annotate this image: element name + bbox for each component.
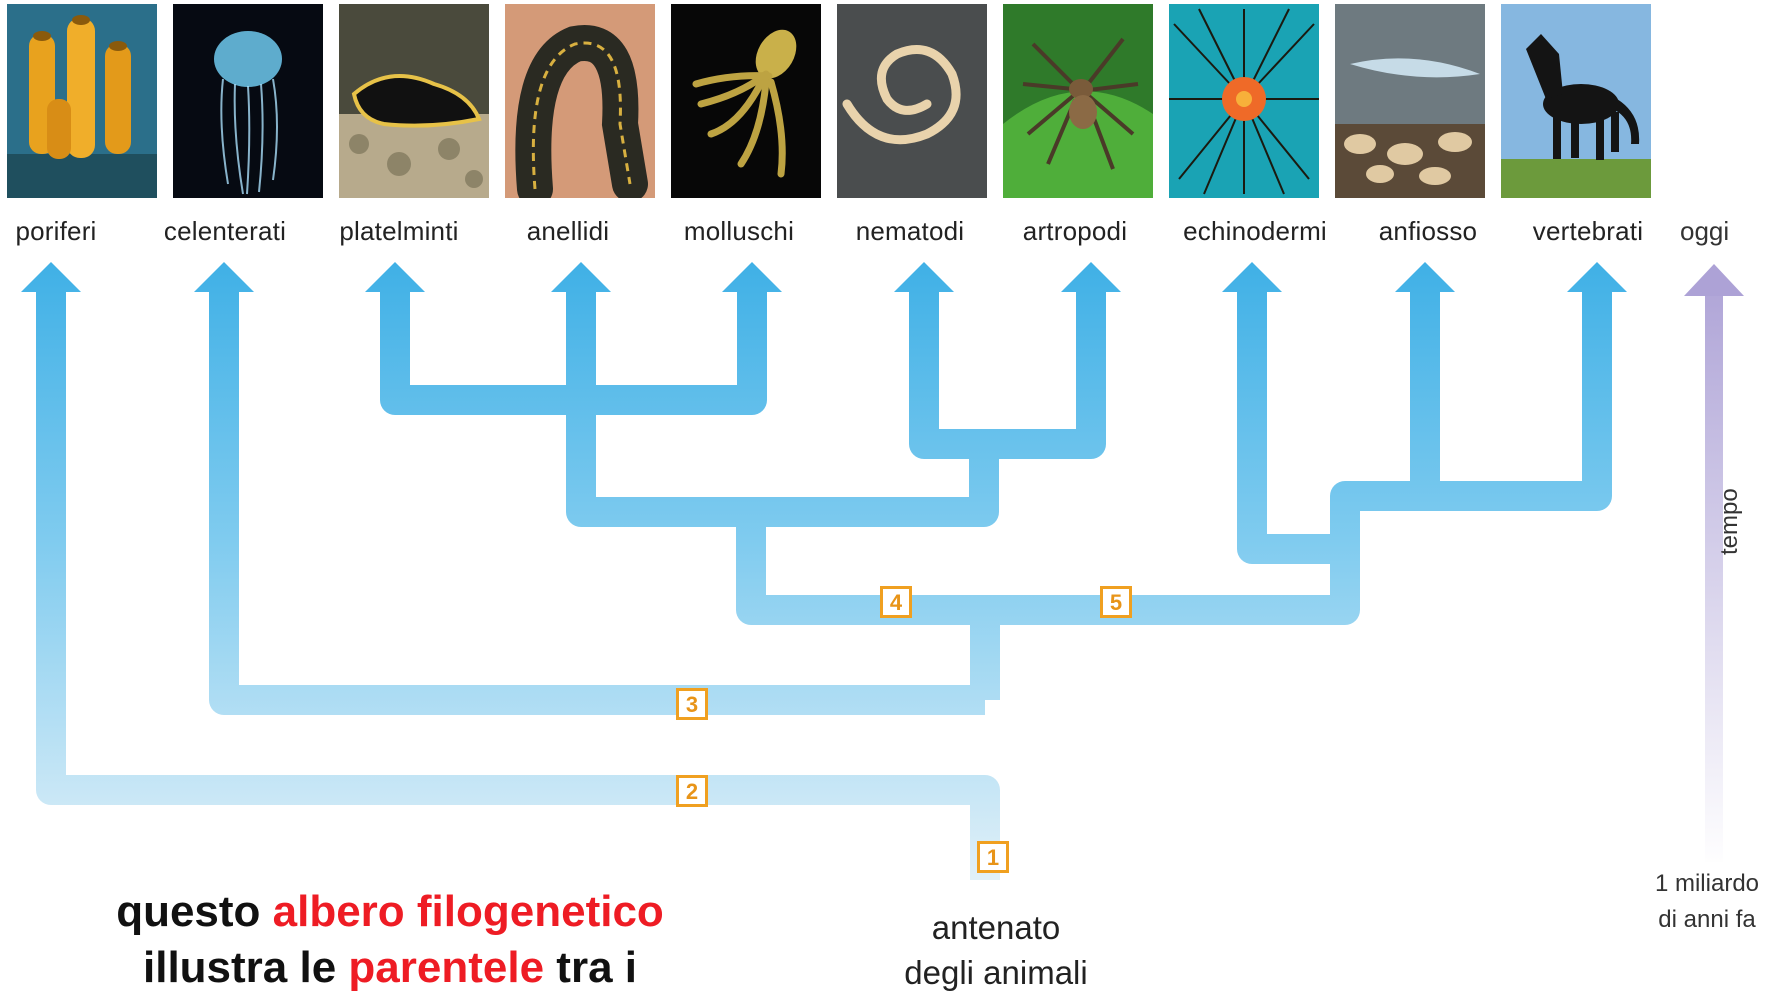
branch-celenterati	[224, 288, 985, 700]
caption-part3: tra i	[544, 943, 637, 992]
node-4: 4	[880, 586, 912, 618]
caption-line2: illustra le parentele tra i	[30, 940, 750, 996]
ancestor-line2: degli animali	[866, 950, 1126, 995]
time-past-line2: di anni fa	[1632, 902, 1779, 938]
arrow-echinodermi	[1222, 262, 1282, 292]
ancestor-label: antenato degli animali	[866, 905, 1126, 995]
arrow-celenterati	[194, 262, 254, 292]
caption-highlight-albero: albero filogenetico	[273, 887, 664, 936]
caption-part1: questo	[116, 887, 272, 936]
time-past-line1: 1 miliardo	[1632, 866, 1779, 902]
time-arrow	[1684, 264, 1744, 862]
caption: questo albero filogenetico illustra le p…	[30, 884, 750, 996]
arrow-molluschi	[722, 262, 782, 292]
arrow-poriferi	[21, 262, 81, 292]
caption-part2: illustra le	[143, 943, 348, 992]
arrow-anellidi	[551, 262, 611, 292]
branch-poriferi	[51, 288, 985, 880]
arrow-nematodi	[894, 262, 954, 292]
time-label-past: 1 miliardo di anni fa	[1632, 866, 1779, 938]
arrow-vertebrati	[1567, 262, 1627, 292]
node-1: 1	[977, 841, 1009, 873]
tree-branches	[51, 288, 1597, 880]
branch-anfiosso-vertebrati	[1345, 288, 1597, 549]
time-axis-label: tempo	[1716, 488, 1744, 555]
caption-line1: questo albero filogenetico	[30, 884, 750, 940]
branch-protostome-deuterostome	[751, 512, 985, 700]
arrow-platelminti	[365, 262, 425, 292]
time-label-today: oggi	[1680, 216, 1729, 247]
arrow-artropodi	[1061, 262, 1121, 292]
node-5: 5	[1100, 586, 1132, 618]
branch-ecdysozoa	[751, 288, 1091, 512]
node-3: 3	[676, 688, 708, 720]
branch-arrowheads	[21, 262, 1627, 292]
ancestor-line1: antenato	[866, 905, 1126, 950]
node-2: 2	[676, 775, 708, 807]
caption-highlight-parentele: parentele	[348, 943, 544, 992]
arrow-anfiosso	[1395, 262, 1455, 292]
